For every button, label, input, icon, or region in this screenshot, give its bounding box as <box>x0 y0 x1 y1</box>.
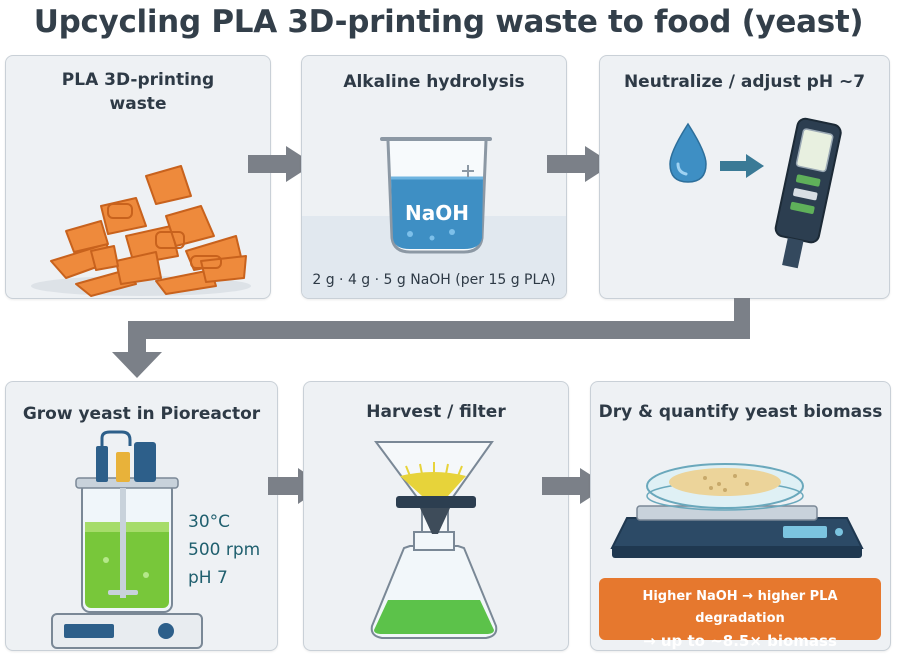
step-dry-quantify-panel: Dry & quantify yeast biomass Higher NaOH… <box>590 381 891 651</box>
step-grow-yeast-panel: Grow yeast in Pioreactor 30°C 500 rpm pH… <box>5 381 278 651</box>
step-dry-quantify-title: Dry & quantify yeast biomass <box>598 402 883 422</box>
step-hydrolysis-panel: Alkaline hydrolysis NaOH 2 g · 4 g · 5 g… <box>301 55 567 299</box>
beaker-label: NaOH <box>405 201 469 225</box>
step-hydrolysis-title: Alkaline hydrolysis <box>343 72 525 92</box>
step-pla-waste-title: PLA 3D-printing waste <box>61 70 215 114</box>
diagram-title: Upcycling PLA 3D-printing waste to food … <box>33 4 864 40</box>
stir-speed-value: 500 rpm <box>188 540 261 560</box>
banner-line-2: → up to ~8.5× biomass <box>643 632 837 650</box>
step-harvest-title: Harvest / filter <box>366 402 506 422</box>
growth-conditions: 30°C 500 rpm pH 7 <box>188 508 260 592</box>
beaker-icon <box>380 137 492 254</box>
temperature-value: 30°C <box>188 512 231 532</box>
funnel-flask-icon <box>370 441 498 639</box>
naoh-dose-caption: 2 g · 4 g · 5 g NaOH (per 15 g PLA) <box>312 272 556 288</box>
bioreactor-icon <box>51 430 203 649</box>
step-neutralize-panel: Neutralize / adjust pH ~7 <box>599 55 890 299</box>
pla-scraps-icon <box>31 165 251 297</box>
water-drop-icon <box>669 122 707 183</box>
connector-arrow-icon <box>112 298 750 378</box>
step-pla-waste-panel: PLA 3D-printing waste <box>5 55 271 299</box>
step-harvest-panel: Harvest / filter <box>303 381 569 651</box>
arrow-right-icon <box>720 154 764 178</box>
arrow-right-icon <box>248 146 314 182</box>
result-banner: Higher NaOH → higher PLA degradation → u… <box>599 578 881 650</box>
step-grow-yeast-title: Grow yeast in Pioreactor <box>22 404 261 424</box>
arrow-right-icon <box>547 146 613 182</box>
ph-meter-icon <box>774 117 842 269</box>
step-neutralize-title: Neutralize / adjust pH ~7 <box>623 72 866 92</box>
banner-line-1: Higher NaOH → higher PLA degradation <box>642 589 838 626</box>
scale-dish-icon <box>610 463 864 558</box>
ph-value: pH 7 <box>188 568 228 588</box>
